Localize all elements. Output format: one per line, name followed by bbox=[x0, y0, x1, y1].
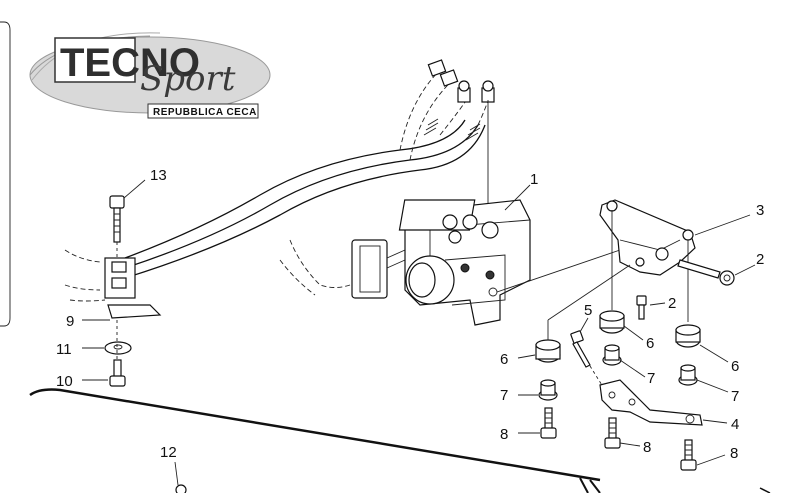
callout-leaders bbox=[82, 179, 756, 466]
bolt-2-lower bbox=[636, 295, 647, 320]
bolt-5 bbox=[570, 330, 606, 391]
left-side-frame bbox=[0, 21, 11, 327]
damper-6-mid bbox=[599, 310, 625, 334]
callout-2-lower: 2 bbox=[668, 295, 676, 312]
collar-7-left bbox=[538, 379, 558, 401]
callout-6-mid: 6 bbox=[646, 335, 654, 352]
callout-1: 1 bbox=[530, 171, 538, 188]
callout-7-mid: 7 bbox=[647, 370, 655, 387]
banjo-fittings bbox=[423, 59, 495, 141]
callout-8-right: 8 bbox=[730, 445, 738, 462]
frame-tube bbox=[29, 388, 771, 493]
callout-8-left: 8 bbox=[500, 426, 508, 443]
wiring-connector bbox=[279, 239, 406, 299]
washer-11 bbox=[104, 341, 132, 355]
damper-6-left bbox=[535, 339, 561, 363]
brake-line-joint bbox=[64, 249, 162, 319]
hydraulic-unit bbox=[398, 199, 621, 326]
callout-2-right: 2 bbox=[756, 251, 764, 268]
bracket-4 bbox=[599, 379, 703, 426]
callout-numbers: 1 3 2 2 5 13 9 11 10 6 6 6 7 7 7 4 8 8 8… bbox=[56, 167, 764, 462]
brand-logo: TECNO Sport REPUBBLICA CECA bbox=[29, 32, 271, 119]
callout-9: 9 bbox=[66, 313, 74, 330]
callout-3: 3 bbox=[756, 202, 764, 219]
callout-6-right: 6 bbox=[731, 358, 739, 375]
collar-7-right bbox=[678, 364, 698, 386]
damper-6-right bbox=[675, 324, 701, 348]
callout-7-right: 7 bbox=[731, 388, 739, 405]
callout-7-left: 7 bbox=[500, 387, 508, 404]
callout-8-mid: 8 bbox=[643, 439, 651, 456]
logo-country-text: REPUBBLICA CECA bbox=[153, 107, 257, 118]
callout-13: 13 bbox=[150, 167, 167, 184]
part-12 bbox=[174, 461, 187, 493]
callout-6-left: 6 bbox=[500, 351, 508, 368]
callout-5: 5 bbox=[584, 302, 592, 319]
bracket-3 bbox=[599, 199, 696, 322]
callout-12: 12 bbox=[160, 444, 177, 461]
logo-script-text: Sport bbox=[140, 59, 236, 99]
bolt-2-right bbox=[677, 259, 735, 286]
callout-11: 11 bbox=[56, 341, 72, 358]
bolt-10 bbox=[109, 320, 126, 387]
bolt-8-right bbox=[680, 439, 697, 471]
bolt-8-left bbox=[540, 407, 557, 439]
bolt-13 bbox=[109, 195, 125, 258]
callout-4: 4 bbox=[731, 416, 739, 433]
bolt-8-mid bbox=[604, 417, 621, 449]
brake-lines bbox=[124, 59, 495, 279]
logo-brand-text: TECNO bbox=[60, 41, 200, 85]
callout-10: 10 bbox=[56, 373, 73, 390]
collar-7-mid bbox=[602, 344, 622, 366]
